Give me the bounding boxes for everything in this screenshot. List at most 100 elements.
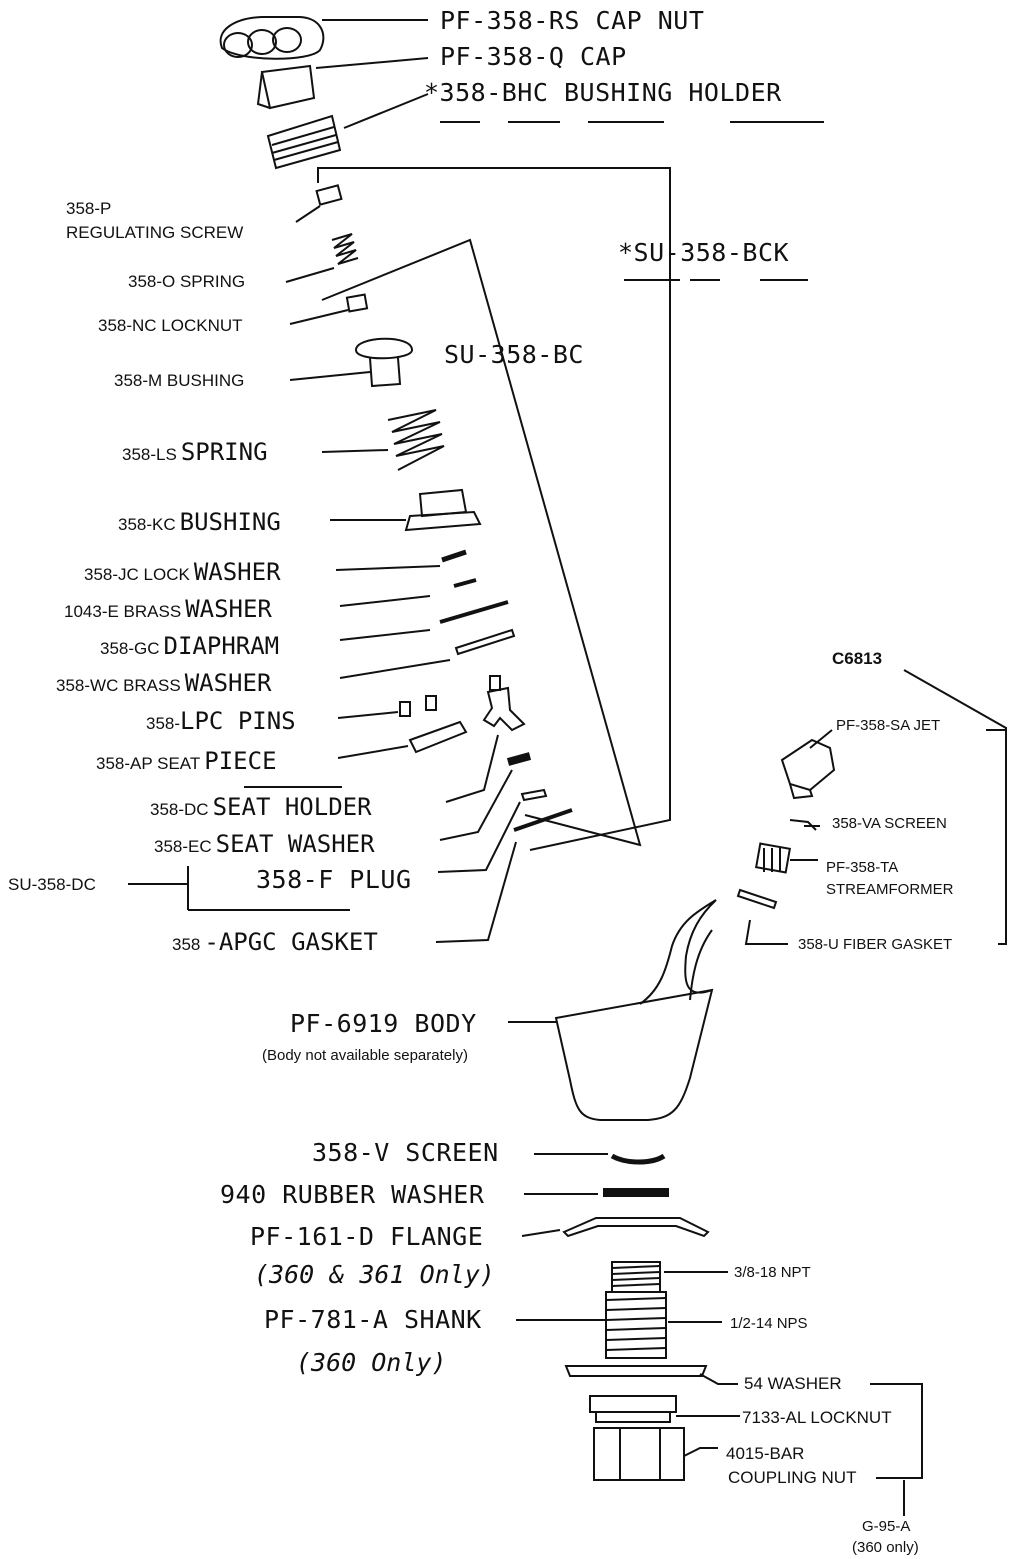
m-bushing-label: 358-M BUSHING xyxy=(114,371,245,390)
ta-streamformer-part xyxy=(754,842,818,874)
reg-screw-code: 358-P xyxy=(66,199,112,218)
apgc-gasket-part xyxy=(435,808,573,943)
kc-code: 358-KC xyxy=(118,515,176,534)
e-code: 1043-E BRASS xyxy=(64,602,182,621)
cap-part xyxy=(256,57,429,110)
kc-bushing-label: 358-KC BUSHING xyxy=(118,510,281,534)
cap-label: PF-358-Q CAP xyxy=(440,42,627,71)
c6813-bracket xyxy=(903,669,1007,945)
gc-code: 358-GC xyxy=(100,639,160,658)
gc-name: DIAPHRAM xyxy=(163,632,280,660)
ls-name: SPRING xyxy=(180,438,268,466)
ta-name: STREAMFORMER xyxy=(826,881,954,898)
washer-54-part xyxy=(564,1365,738,1385)
bushing-holder-label: *358-BHC BUSHING HOLDER xyxy=(424,78,782,107)
g95-code: G-95-A xyxy=(862,1518,911,1535)
va-screen-label: 358-VA SCREEN xyxy=(832,815,947,832)
washer54-label: 54 WASHER xyxy=(744,1374,842,1393)
diaphram-label: 358-GC DIAPHRAM xyxy=(100,634,279,658)
lpc-code: 358- xyxy=(146,714,181,733)
rubber-washer-label: 940 RUBBER WASHER xyxy=(220,1180,485,1209)
body-label: PF-6919 BODY xyxy=(290,1009,477,1038)
cap-nut-label: PF-358-RS CAP NUT xyxy=(440,6,705,35)
diaphram-part xyxy=(339,600,509,641)
m-bushing-part xyxy=(289,337,414,388)
flange-note: (360 & 361 Only) xyxy=(254,1260,495,1289)
coupling-code: 4015-BAR xyxy=(726,1444,805,1463)
apgc-code: 358 xyxy=(172,935,201,954)
jc-name: WASHER xyxy=(193,558,281,586)
u-gasket-label: 358-U FIBER GASKET xyxy=(798,936,953,953)
ta-code: PF-358-TA xyxy=(826,859,899,876)
jc-washer-label: 358-JC LOCK WASHER xyxy=(84,560,281,584)
bck-bracket xyxy=(317,167,808,851)
coupling-name: COUPLING NUT xyxy=(728,1468,857,1487)
dc-bracket xyxy=(128,866,350,911)
u-fiber-gasket-part xyxy=(736,888,788,945)
g95-note: (360 only) xyxy=(852,1539,919,1556)
regulating-screw-part xyxy=(295,184,343,223)
va-screen-part xyxy=(789,819,820,831)
rubber-washer-part xyxy=(524,1188,669,1197)
ap-piece-label: 358-AP SEAT PIECE xyxy=(96,749,277,773)
kit-bc-label: SU-358-BC xyxy=(444,340,584,369)
locknut-part xyxy=(589,1395,740,1423)
wc-brass-washer-part xyxy=(339,628,516,679)
wc-name: WASHER xyxy=(184,669,272,697)
wc-washer-label: 358-WC BRASS WASHER xyxy=(56,671,271,695)
sa-jet-label: PF-358-SA JET xyxy=(836,717,941,734)
v-screen-part xyxy=(534,1153,666,1165)
dc-name: SEAT HOLDER xyxy=(212,793,372,821)
g95-bracket xyxy=(870,1383,923,1516)
kit-bck-label: *SU-358-BCK xyxy=(618,238,790,267)
jc-lock-washer-part xyxy=(335,549,467,571)
e-name: WASHER xyxy=(185,595,272,623)
shank-part xyxy=(516,1261,728,1359)
brass-washer-part xyxy=(339,578,477,607)
ec-washer-label: 358-EC SEAT WASHER xyxy=(154,832,375,856)
kit-dc-label: SU-358-DC xyxy=(8,875,96,894)
c6813-label: C6813 xyxy=(832,649,883,668)
faucet-body-part xyxy=(508,899,717,1121)
lpc-name: LPC PINS xyxy=(180,707,296,735)
o-spring-label: 358-O SPRING xyxy=(128,272,246,291)
shank-note: (360 Only) xyxy=(296,1348,447,1377)
bushing-holder-part xyxy=(266,93,824,170)
f-plug-label: 358-F PLUG xyxy=(256,865,412,894)
coupling-nut-part xyxy=(593,1427,718,1481)
cap-nut-part xyxy=(219,16,428,60)
reg-screw-name: REGULATING SCREW xyxy=(66,223,244,242)
kc-bushing-part xyxy=(330,488,482,532)
body-note: (Body not available separately) xyxy=(262,1047,468,1064)
apgc-name: -APGC GASKET xyxy=(204,928,378,956)
seat-washer-part xyxy=(439,752,532,841)
seat-holder-part xyxy=(445,675,526,803)
nc-locknut-label: 358-NC LOCKNUT xyxy=(98,316,243,335)
ap-seat-piece-part xyxy=(244,720,468,788)
ls-spring-part xyxy=(321,409,445,471)
locknut-label: 7133-AL LOCKNUT xyxy=(742,1408,892,1427)
f-plug-part xyxy=(437,788,548,873)
o-spring-part xyxy=(285,233,359,283)
shank-label: PF-781-A SHANK xyxy=(264,1305,482,1334)
v-screen-label: 358-V SCREEN xyxy=(312,1138,499,1167)
jc-code: 358-JC LOCK xyxy=(84,565,190,584)
ec-code: 358-EC xyxy=(154,837,212,856)
sa-jet-part xyxy=(780,729,1006,800)
npt-label: 3/8-18 NPT xyxy=(734,1264,811,1281)
apgc-gasket-label: 358 -APGC GASKET xyxy=(172,930,378,954)
ls-code: 358-LS xyxy=(122,445,177,464)
dc-code: 358-DC xyxy=(150,800,209,819)
ec-name: SEAT WASHER xyxy=(215,830,375,858)
brass-washer-label: 1043-E BRASS WASHER xyxy=(64,597,272,621)
ls-spring-label: 358-LS SPRING xyxy=(122,440,268,464)
nps-label: 1/2-14 NPS xyxy=(730,1315,808,1332)
ap-code: 358-AP SEAT xyxy=(96,754,201,773)
lpc-pins-part xyxy=(337,695,437,719)
lpc-pins-label: 358-LPC PINS xyxy=(146,709,296,733)
wc-code: 358-WC BRASS xyxy=(56,676,181,695)
nc-locknut-part xyxy=(289,293,369,325)
ap-name: PIECE xyxy=(204,747,277,775)
flange-label: PF-161-D FLANGE xyxy=(250,1222,484,1251)
